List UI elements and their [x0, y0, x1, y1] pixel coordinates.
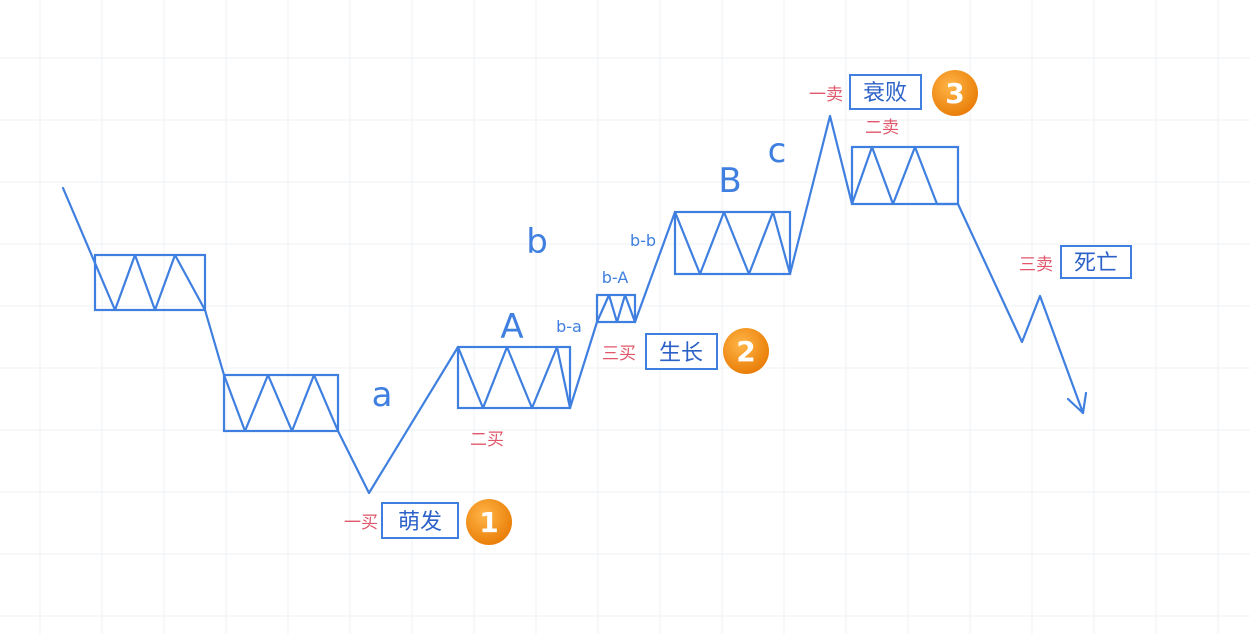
- signal-third-sell: 三卖: [1019, 255, 1053, 275]
- stage-box-decline: [849, 74, 922, 110]
- wave-label-b-b: b-b: [630, 231, 656, 250]
- stage-label-death: 死亡: [1074, 251, 1118, 276]
- wave-label-a: a: [372, 375, 393, 415]
- pivot-box-sell: [850, 145, 960, 206]
- signal-second-sell: 二卖: [865, 118, 899, 138]
- badge-3-number: 3: [945, 77, 964, 110]
- badge-1-icon: [466, 499, 512, 545]
- wave-label-B: B: [718, 161, 741, 201]
- pivot-box-B: [673, 210, 792, 276]
- pivot-box-2: [222, 373, 340, 433]
- badge-2-icon: [723, 328, 769, 374]
- stage-box-death: [1060, 245, 1132, 279]
- trend-arrow-head-icon: [1066, 391, 1088, 415]
- badge-1-number: 1: [479, 506, 498, 539]
- stage-box-growth: [645, 333, 718, 370]
- signal-second-buy: 二买: [470, 430, 504, 450]
- pivot-box-A: [456, 345, 572, 410]
- pivot-box-bA: [595, 293, 637, 324]
- price-trend-line: [61, 114, 1085, 495]
- badge-3-icon: [932, 70, 978, 116]
- signal-third-buy: 三买: [602, 344, 636, 364]
- pivot-box-1: [93, 253, 207, 312]
- wave-label-b: b: [526, 222, 548, 262]
- stage-label-sprout: 萌发: [398, 510, 442, 535]
- wave-label-c: c: [768, 131, 787, 171]
- wave-label-A: A: [500, 307, 523, 347]
- stage-label-growth: 生长: [659, 341, 703, 366]
- signal-first-buy: 一买: [344, 513, 378, 533]
- badge-2-number: 2: [736, 335, 755, 368]
- wave-label-b-a: b-a: [556, 317, 582, 336]
- wave-label-b-A: b-A: [602, 268, 629, 287]
- stage-label-decline: 衰败: [863, 81, 907, 106]
- stage-box-sprout: [381, 502, 459, 539]
- signal-first-sell: 一卖: [809, 85, 843, 105]
